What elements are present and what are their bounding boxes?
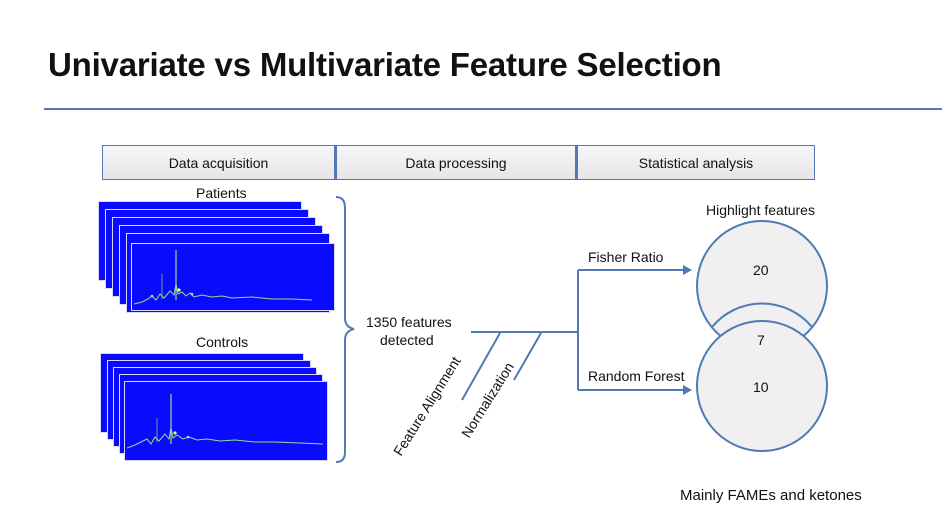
method-random-forest: Random Forest xyxy=(588,368,685,384)
controls-label: Controls xyxy=(196,334,249,350)
chromatogram-front xyxy=(131,243,335,311)
title-divider xyxy=(44,108,942,110)
arrow-head xyxy=(683,385,692,395)
venn-heading: Highlight features xyxy=(706,202,815,218)
venn-overlap-arc xyxy=(711,302,813,328)
method-fisher-ratio: Fisher Ratio xyxy=(588,249,664,265)
result-caption: Mainly FAMEs and ketones xyxy=(680,487,862,504)
bracket xyxy=(335,196,355,463)
venn-fisher-only-count: 20 xyxy=(753,262,769,278)
features-detected-line2: detected xyxy=(380,332,434,348)
stage-data-acquisition: Data acquisition xyxy=(102,145,335,180)
venn-random-forest-only-count: 10 xyxy=(753,379,769,395)
stage-statistical-analysis: Statistical analysis xyxy=(576,145,815,180)
patients-label: Patients xyxy=(196,185,247,201)
workflow-stage-bar: Data acquisition Data processing Statist… xyxy=(102,145,815,182)
normalization-line xyxy=(513,332,542,381)
chromatogram-front xyxy=(124,381,328,461)
stage-data-processing: Data processing xyxy=(335,145,576,180)
chromatogram-trace xyxy=(133,250,313,305)
slide-title: Univariate vs Multivariate Feature Selec… xyxy=(48,46,722,83)
arrow-head xyxy=(683,265,692,275)
venn-overlap-count: 7 xyxy=(757,332,765,348)
feature-alignment-line xyxy=(461,332,501,401)
features-detected-line1: 1350 features xyxy=(366,314,452,330)
chromatogram-trace xyxy=(126,394,324,449)
venn-circle-random-forest xyxy=(696,320,828,452)
